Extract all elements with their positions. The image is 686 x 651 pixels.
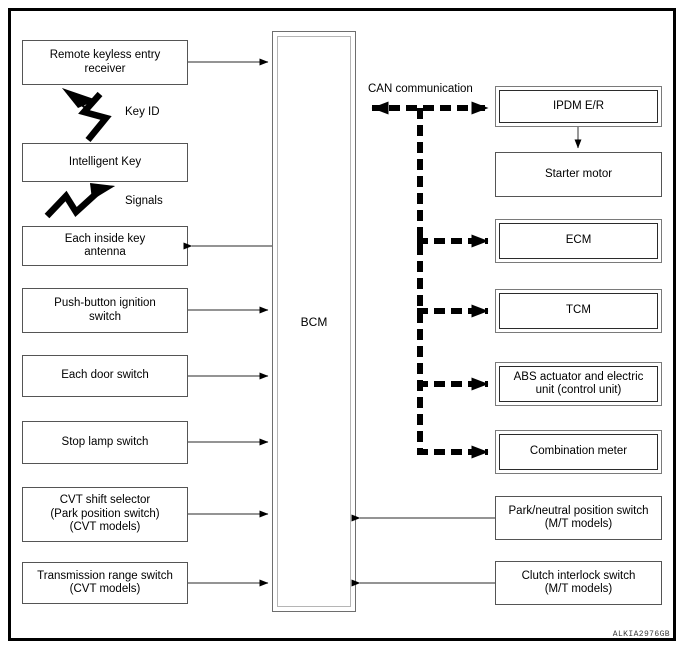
block-label: Remote keyless entry receiver [49, 49, 161, 75]
bcm-label: BCM [300, 314, 328, 329]
block-stop-lamp-switch[interactable]: Stop lamp switch [22, 421, 188, 464]
block-inner-border: Combination meter [499, 434, 658, 470]
block-abs-actuator-and-electric-unit[interactable]: ABS actuator and electric unit (control … [495, 362, 662, 406]
key-id-label: Key ID [125, 106, 160, 118]
block-label: Each door switch [61, 369, 149, 382]
block-label: ECM [565, 234, 592, 247]
block-label: Intelligent Key [68, 155, 142, 168]
block-label: Stop lamp switch [61, 435, 149, 448]
block-label: Clutch interlock switch (M/T models) [521, 569, 636, 596]
block-park-neutral-position-switch[interactable]: Park/neutral position switch (M/T models… [495, 496, 662, 540]
block-clutch-interlock-switch[interactable]: Clutch interlock switch (M/T models) [495, 561, 662, 605]
block-ecm[interactable]: ECM [495, 219, 662, 263]
block-ipdm-er[interactable]: IPDM E/R [495, 86, 662, 127]
block-remote-keyless-entry-receiver[interactable]: Remote keyless entry receiver [22, 40, 188, 85]
block-combination-meter[interactable]: Combination meter [495, 430, 662, 474]
block-label: IPDM E/R [552, 99, 605, 112]
signals-label: Signals [125, 195, 163, 207]
block-inner-border: ECM [499, 223, 658, 259]
block-push-button-ignition-switch[interactable]: Push-button ignition switch [22, 288, 188, 333]
block-intelligent-key[interactable]: Intelligent Key [22, 143, 188, 182]
block-label: Park/neutral position switch (M/T models… [508, 504, 649, 531]
block-label: Transmission range switch (CVT models) [37, 569, 173, 596]
bcm-inner-border: BCM [277, 36, 351, 607]
block-label: CVT shift selector (Park position switch… [50, 494, 160, 534]
block-inner-border: TCM [499, 293, 658, 329]
block-label: TCM [566, 304, 591, 317]
block-transmission-range-switch[interactable]: Transmission range switch (CVT models) [22, 562, 188, 604]
figure-code: ALKIA2976GB [612, 630, 670, 639]
block-label: Push-button ignition switch [54, 297, 156, 323]
block-tcm[interactable]: TCM [495, 289, 662, 333]
block-label: Each inside key antenna [64, 232, 146, 259]
block-cvt-shift-selector[interactable]: CVT shift selector (Park position switch… [22, 487, 188, 542]
can-communication-label: CAN communication [368, 83, 473, 95]
block-label: ABS actuator and electric unit (control … [513, 370, 644, 397]
block-each-door-switch[interactable]: Each door switch [22, 355, 188, 397]
block-bcm[interactable]: BCM [272, 31, 356, 612]
block-inner-border: IPDM E/R [499, 90, 658, 123]
diagram-frame [8, 8, 676, 641]
block-each-inside-key-antenna[interactable]: Each inside key antenna [22, 226, 188, 266]
block-label: Combination meter [529, 445, 628, 458]
block-starter-motor[interactable]: Starter motor [495, 152, 662, 197]
block-inner-border: ABS actuator and electric unit (control … [499, 366, 658, 402]
block-label: Starter motor [544, 167, 613, 180]
